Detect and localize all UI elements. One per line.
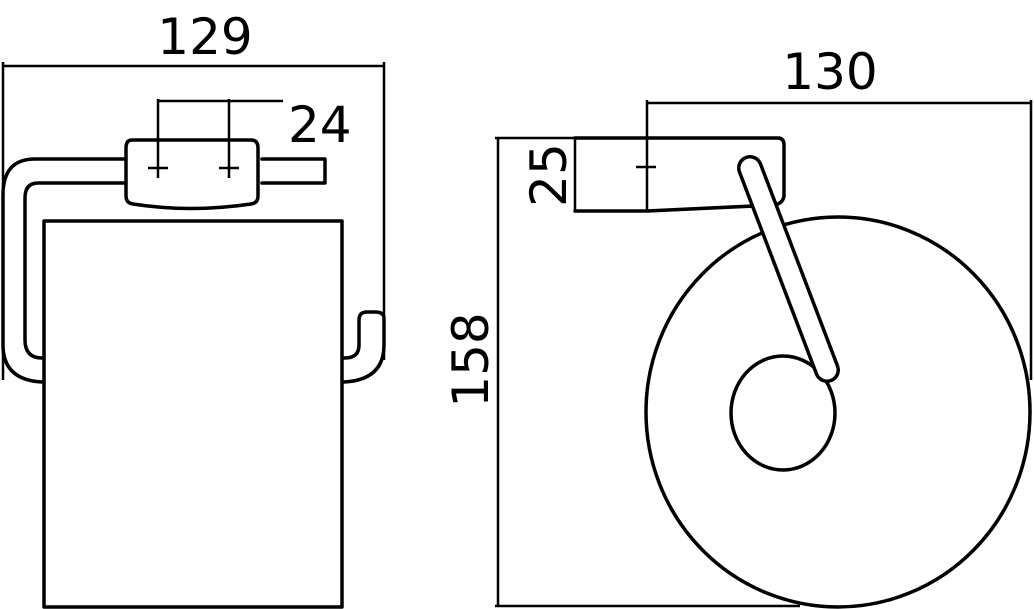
mounting-plate xyxy=(124,138,260,211)
dimension-height-158: 158 xyxy=(442,136,800,608)
paper-roll-outer xyxy=(644,215,1032,609)
paper-roll-front xyxy=(42,219,344,609)
arm-left xyxy=(1,157,128,384)
dimension-label-129: 129 xyxy=(157,8,252,66)
dimension-hole-spacing-24: 24 xyxy=(148,96,352,178)
dimension-plate-25: 25 xyxy=(520,138,578,211)
holder-rod xyxy=(737,155,840,383)
dimension-label-25: 25 xyxy=(520,143,578,207)
front-view: 129 24 xyxy=(1,8,386,609)
hook-right xyxy=(342,310,386,384)
paper-roll-core xyxy=(729,354,837,472)
dimension-width-129: 129 xyxy=(1,8,386,380)
arm-left-inner xyxy=(23,181,128,360)
dimension-label-130: 130 xyxy=(782,43,877,101)
side-view: 130 158 25 xyxy=(442,43,1033,609)
dimension-label-158: 158 xyxy=(442,312,500,407)
arm-stub-right xyxy=(260,157,327,185)
dimension-label-24: 24 xyxy=(288,96,352,154)
dimension-projection-130: 130 xyxy=(645,43,1033,380)
